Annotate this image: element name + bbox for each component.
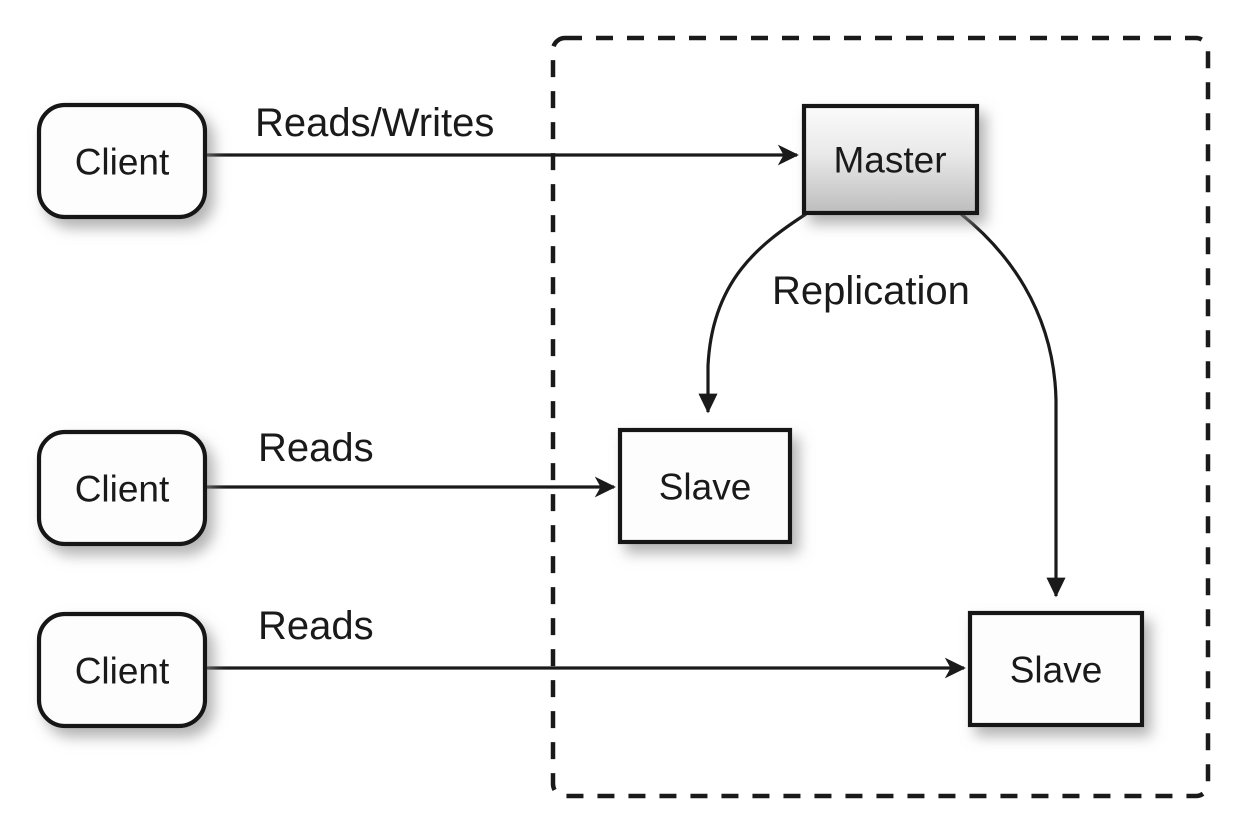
slave-2-label: Slave <box>1010 650 1103 691</box>
node-slave-1[interactable]: Slave <box>617 427 793 545</box>
client-3-shape[interactable] <box>36 611 208 729</box>
node-slave-2[interactable]: Slave <box>967 610 1145 728</box>
slave-1-label: Slave <box>659 467 752 508</box>
edge-label-reads-bottom: Reads <box>258 604 374 648</box>
client-2-label: Client <box>75 469 170 510</box>
client-1-label: Client <box>75 142 170 183</box>
node-client-3[interactable]: Client <box>36 611 208 729</box>
client-1-shape[interactable] <box>36 102 208 220</box>
database-cluster-boundary <box>550 35 1211 799</box>
node-master[interactable]: Master <box>801 103 980 216</box>
node-client-1[interactable]: Client <box>36 102 208 220</box>
connector-master-to-slave1-replication <box>698 212 807 414</box>
client-2-shape[interactable] <box>36 429 208 547</box>
edge-label-reads-writes: Reads/Writes <box>255 101 494 145</box>
connector-master-to-slave2-replication <box>960 212 1066 598</box>
node-client-2[interactable]: Client <box>36 429 208 547</box>
master-shape[interactable] <box>801 103 980 216</box>
client-3-label: Client <box>75 651 170 692</box>
slave-1-shape[interactable] <box>617 427 793 545</box>
slave-2-shape[interactable] <box>967 610 1145 728</box>
master-label: Master <box>833 140 946 181</box>
edge-label-reads-middle: Reads <box>258 426 374 470</box>
edge-label-replication: Replication <box>772 269 970 313</box>
